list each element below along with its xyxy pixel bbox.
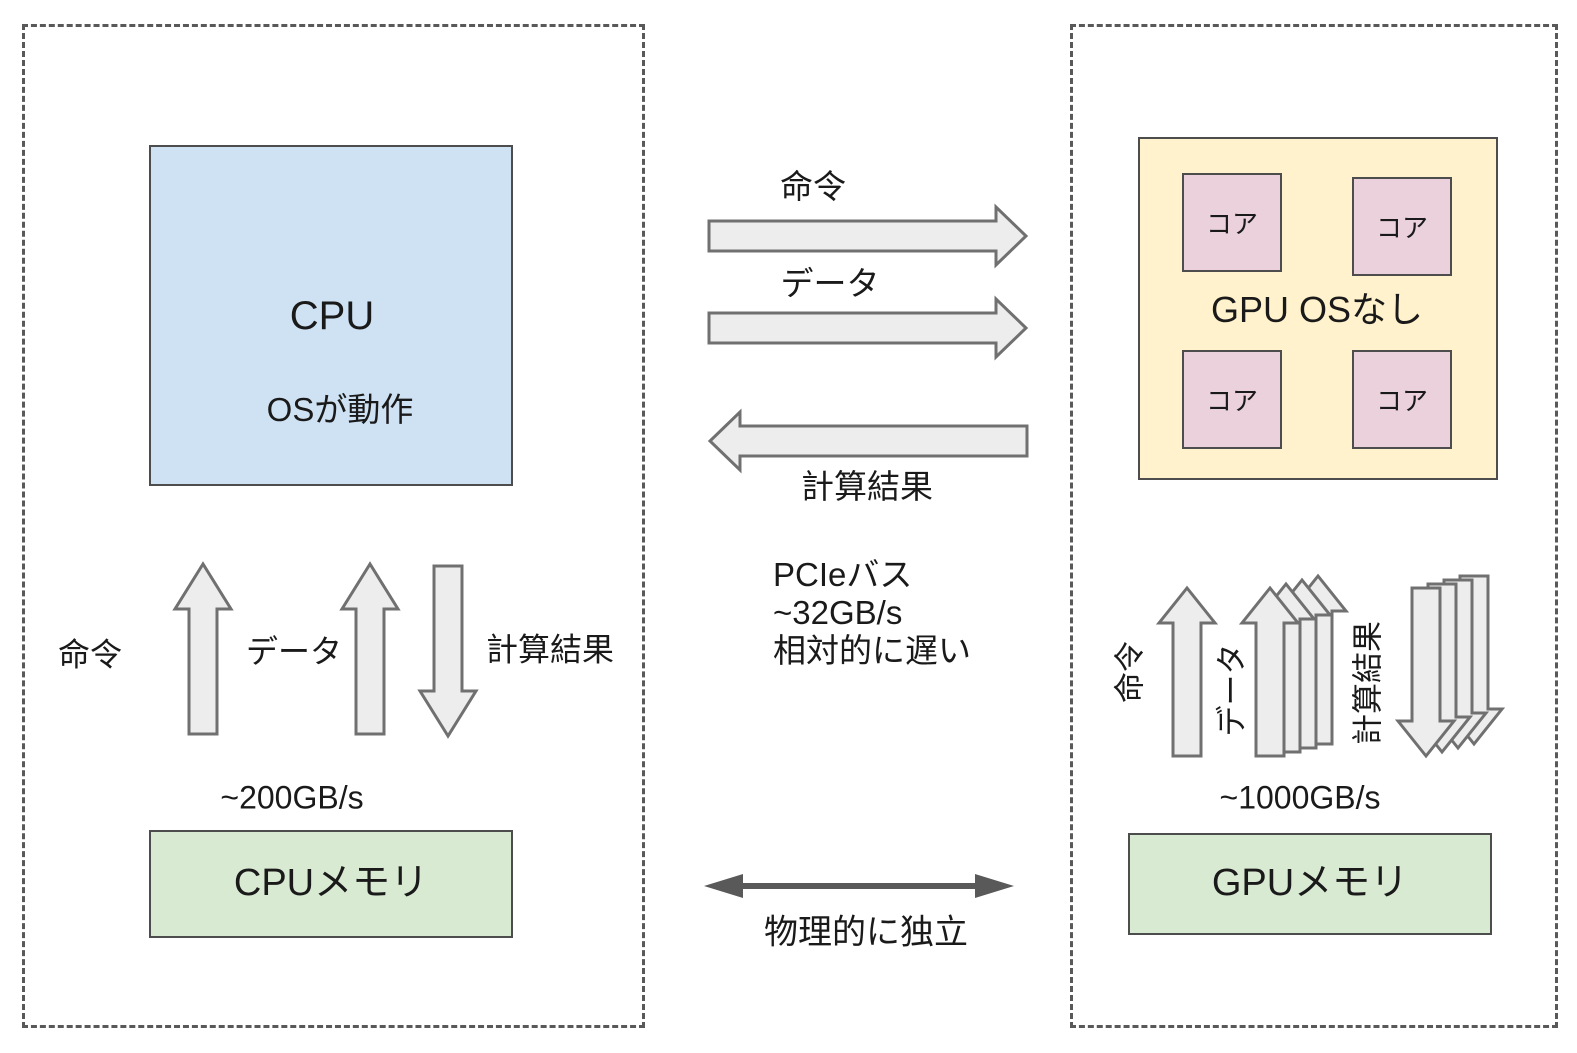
cpu-result-down-arrow-icon <box>417 564 479 739</box>
pcie-bus-note: PCIeバス ~32GB/s 相対的に遅い <box>773 556 971 670</box>
cpu-data-up-arrow-icon <box>339 561 401 736</box>
bus-result-label: 計算結果 <box>801 467 933 505</box>
gpu-data-label: データ <box>1214 643 1250 737</box>
pcie-bus-line3: 相対的に遅い <box>773 632 971 669</box>
pcie-bus-line1: PCIeバス <box>773 556 913 593</box>
gpu-instruction-label: 命令 <box>1112 641 1148 703</box>
cpu-memory-label: CPUメモリ <box>233 862 429 905</box>
gpu-result-down-arrow-stack-icon <box>1394 574 1506 759</box>
gpu-core-label: コア <box>1205 386 1258 416</box>
gpu-panel-boundary <box>1070 24 1558 1028</box>
gpu-instruction-up-arrow-icon <box>1155 585 1219 758</box>
bus-data-right-arrow-icon <box>707 295 1029 361</box>
cpu-panel-boundary <box>22 24 645 1028</box>
cpu-data-label: データ <box>245 633 343 670</box>
gpu-memory-box <box>1128 833 1492 935</box>
cpu-instruction-up-arrow-icon <box>172 561 234 736</box>
bus-data-label: データ <box>780 264 880 302</box>
independence-label: 物理的に独立 <box>764 913 968 952</box>
gpu-memory-label: GPUメモリ <box>1211 862 1409 905</box>
gpu-core-label: コア <box>1205 209 1258 239</box>
gpu-core-label: コア <box>1375 213 1428 243</box>
gpu-title: GPU OSなし <box>1210 289 1424 331</box>
cpu-bandwidth-label: ~200GB/s <box>220 779 364 816</box>
gpu-data-up-arrow-stack-icon <box>1238 573 1350 758</box>
gpu-box: コア コア コア コア <box>1138 137 1498 480</box>
cpu-instruction-label: 命令 <box>57 636 123 673</box>
cpu-memory-box <box>149 830 513 938</box>
gpu-core-box: コア <box>1182 173 1282 272</box>
cpu-box <box>149 145 513 486</box>
gpu-core-box: コア <box>1352 177 1452 276</box>
cpu-title: CPU <box>289 294 375 338</box>
bus-result-left-arrow-icon <box>707 408 1029 474</box>
pcie-bus-line2: ~32GB/s <box>773 594 903 631</box>
cpu-subtitle: OSが動作 <box>266 390 414 428</box>
cpu-result-label: 計算結果 <box>485 631 615 668</box>
gpu-core-box: コア <box>1352 350 1452 449</box>
gpu-bandwidth-label: ~1000GB/s <box>1219 779 1381 816</box>
gpu-core-label: コア <box>1375 386 1428 416</box>
bus-instruction-label: 命令 <box>780 167 846 205</box>
gpu-result-label: 計算結果 <box>1350 621 1386 745</box>
gpu-core-box: コア <box>1182 350 1282 449</box>
bus-instruction-right-arrow-icon <box>707 203 1029 269</box>
physical-independence-double-arrow-icon <box>704 874 1014 898</box>
